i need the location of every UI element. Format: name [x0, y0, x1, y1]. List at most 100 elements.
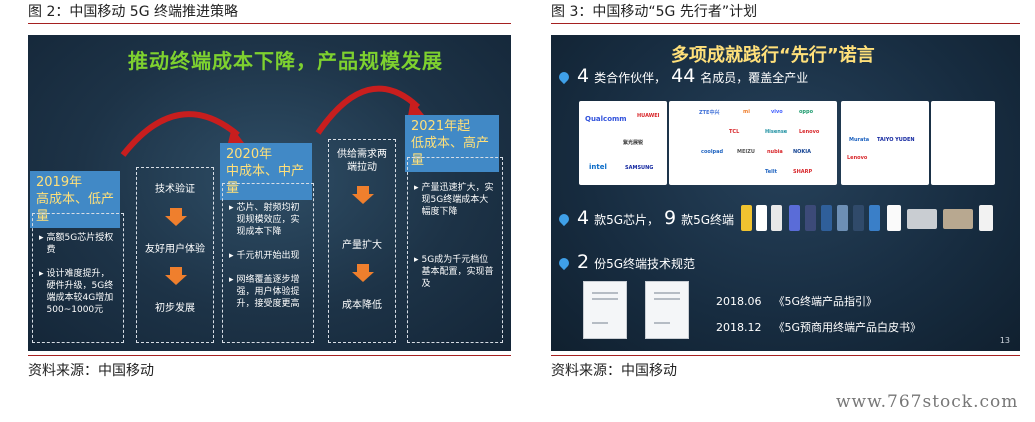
flow-step: 友好用户体验 [145, 244, 205, 255]
doc-entry-2: 2018.12 《5G预商用终端产品白皮书》 [716, 319, 921, 335]
flow-step: 供给需求两端拉动 [337, 149, 387, 173]
member-count: 44 [671, 65, 696, 87]
box-item: 产量迅速扩大，实现5G终端成本大幅度下降 [421, 183, 494, 217]
phone-image [805, 205, 816, 231]
location-pin-icon [556, 211, 572, 227]
slide-title: 多项成就践行“先行”诺言 [671, 45, 875, 66]
curved-arrows [120, 85, 424, 157]
chips-terminals-row: 4 款5G芯片， 9 款5G终端 [556, 207, 739, 229]
location-pin-icon [556, 69, 572, 85]
flow-step: 技术验证 [155, 184, 195, 195]
partner-logo: 紫光展锐 [623, 140, 644, 146]
chip-image [756, 205, 767, 231]
stage-desc: 中成本、中产量 [226, 164, 305, 196]
partner-logo: Murata [849, 137, 870, 143]
down-arrow-icon [352, 186, 374, 204]
row-text: 款5G芯片， [594, 213, 660, 227]
down-arrow-icon [352, 264, 374, 282]
partner-logo: NOKIA [793, 149, 812, 155]
partner-logo: Lenovo [799, 129, 820, 135]
flow-step: 产量扩大 [342, 240, 382, 251]
partner-logo: ZTE中兴 [699, 110, 720, 116]
chip-image [771, 205, 782, 231]
partner-logo: SHARP [793, 169, 813, 175]
stage-year: 2019年 [36, 175, 83, 190]
stage-year: 2021年起 [411, 119, 471, 134]
specs-row: 2 份5G终端技术规范 [556, 251, 700, 273]
box-item: 网络覆盖逐步增强，用户体验提升，接受度更高 [236, 275, 300, 309]
doc-entry-1: 2018.06 《5G终端产品指引》 [716, 293, 877, 309]
flow-step: 初步发展 [155, 303, 195, 314]
terminal-count: 9 [664, 207, 677, 229]
bullet: ▸ [414, 255, 419, 265]
box-item: 5G成为千元档位基本配置，实现普及 [421, 255, 494, 289]
bullet: ▸ [39, 233, 44, 243]
logo-group-components: Murata TAIYO YUDEN Lenovo [841, 101, 929, 185]
doc-name: 《5G终端产品指引》 [773, 295, 878, 308]
chip-count: 4 [577, 207, 590, 229]
partner-logo: Lenovo [847, 155, 868, 161]
document-thumbnail [583, 281, 627, 339]
watermark: www.767stock.com [836, 392, 1019, 412]
stage-desc: 低成本、高产量 [411, 136, 490, 168]
partner-logo: nubia [767, 149, 783, 155]
partner-logo: HUAWEI [637, 113, 660, 119]
box-item: 芯片、射频均初现规模效应，实现成本下降 [236, 203, 300, 237]
partner-logo: oppo [799, 109, 814, 115]
box-item: 设计难度提升，硬件升级，5G终端成本较4G增加500~1000元 [46, 269, 114, 315]
box-item: 高额5G芯片授权费 [46, 233, 114, 255]
partner-logo: Hisense [765, 129, 788, 135]
doc-name: 《5G预商用终端产品白皮书》 [773, 321, 922, 334]
phone-image [789, 205, 800, 231]
figure-2-caption: 图 2：中国移动 5G 终端推进策略 [28, 0, 511, 24]
row-text: 份5G终端技术规范 [594, 257, 696, 271]
stage-desc: 高成本、低产量 [36, 192, 115, 224]
cpe-image [907, 209, 937, 229]
partner-logo: vivo [771, 109, 783, 115]
doc-date: 2018.06 [716, 295, 762, 308]
stage-2021: 2021年起 低成本、高产量 [405, 115, 499, 172]
spec-count: 2 [577, 251, 590, 273]
partner-logo: MEIZU [737, 149, 755, 155]
document-thumbnail [645, 281, 689, 339]
logo-group-chips: Qualcomm HUAWEI intel SAMSUNG 紫光展锐 [579, 101, 667, 185]
stage-2019: 2019年 高成本、低产量 [30, 171, 120, 228]
bullet: ▸ [229, 275, 234, 285]
box-2021: ▸产量迅速扩大，实现5G终端成本大幅度下降 ▸5G成为千元档位基本配置，实现普及 [407, 157, 503, 343]
cpe-image [979, 205, 993, 231]
cpe-image [943, 209, 973, 229]
flow-2020: 供给需求两端拉动 产量扩大 成本降低 [328, 139, 396, 343]
down-arrow-icon [165, 267, 187, 285]
terminal-strategy-slide: 推动终端成本下降，产品规模发展 2019年 高成本、低产量 2020年 中成本、… [28, 35, 511, 351]
bullet: ▸ [39, 269, 44, 279]
stage-year: 2020年 [226, 147, 273, 162]
partner-type-count: 4 [577, 65, 590, 87]
logo-group-devices: ZTE中兴 mi vivo oppo TCL Hisense Lenovo co… [669, 101, 837, 185]
doc-date: 2018.12 [716, 321, 762, 334]
row-text: 类合作伙伴， [594, 71, 667, 85]
figure-3-source: 资料来源：中国移动 [551, 355, 1020, 385]
flow-2019: 技术验证 友好用户体验 初步发展 [136, 167, 214, 343]
figure-3-caption: 图 3：中国移动“5G 先行者”计划 [551, 0, 1020, 24]
phone-image [869, 205, 880, 231]
bullet: ▸ [414, 183, 419, 193]
figure-2: 图 2：中国移动 5G 终端推进策略 推动终端成本下降，产品规模发展 2019年… [28, 0, 511, 385]
partner-logo: TAIYO YUDEN [877, 137, 915, 143]
partner-logo: mi [743, 109, 750, 115]
row-text: 名成员，覆盖全产业 [700, 71, 809, 85]
pioneer-plan-slide: 多项成就践行“先行”诺言 4 类合作伙伴， 44 名成员，覆盖全产业 Qualc… [551, 35, 1020, 351]
phone-image [853, 205, 864, 231]
figure-3: 图 3：中国移动“5G 先行者”计划 多项成就践行“先行”诺言 4 类合作伙伴，… [551, 0, 1020, 385]
location-pin-icon [556, 255, 572, 271]
box-2019: ▸高额5G芯片授权费 ▸设计难度提升，硬件升级，5G终端成本较4G增加500~1… [32, 213, 124, 343]
partner-logo: SAMSUNG [625, 165, 654, 171]
slide-title: 推动终端成本下降，产品规模发展 [128, 49, 443, 73]
partners-row: 4 类合作伙伴， 44 名成员，覆盖全产业 [556, 65, 813, 87]
logo-group-instruments [931, 101, 995, 185]
box-item: 千元机开始出现 [236, 251, 300, 261]
row-text: 款5G终端 [681, 213, 735, 227]
flow-step: 成本降低 [342, 300, 382, 311]
partner-logo: TCL [729, 129, 740, 135]
router-image [887, 205, 901, 231]
stage-2020: 2020年 中成本、中产量 [220, 143, 312, 200]
